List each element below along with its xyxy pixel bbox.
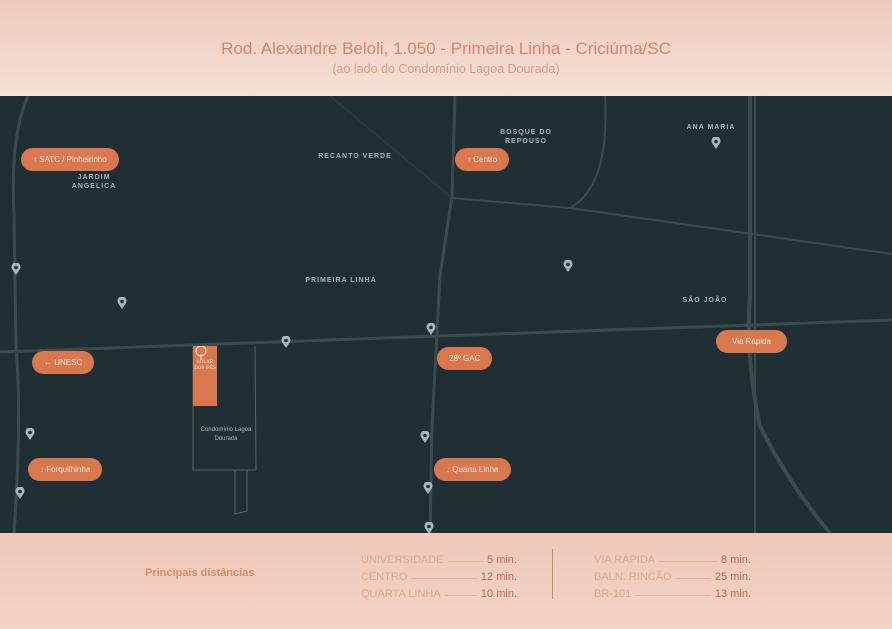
solar-dos-ipes-logo: SOLAR DOS IPÊS bbox=[193, 346, 217, 406]
arrow-left-icon: ← bbox=[44, 358, 52, 367]
road-curve bbox=[569, 96, 607, 209]
direction-centro[interactable]: ↑ Centro bbox=[455, 148, 510, 171]
tree-icon bbox=[195, 346, 207, 360]
road-ne bbox=[329, 96, 453, 199]
arrow-down-icon: ↓ bbox=[446, 465, 450, 474]
arrow-up-icon: ↑ bbox=[33, 155, 37, 164]
header: Rod. Alexandre Beloli, 1.050 - Primeira … bbox=[0, 0, 892, 96]
map-pin-icon[interactable] bbox=[420, 431, 430, 443]
place-sao-joao: SÃO JOÃO bbox=[682, 297, 728, 304]
map-pin-icon[interactable] bbox=[711, 137, 721, 149]
roads bbox=[0, 96, 892, 533]
map[interactable]: ↑ SATC / Pinheirinho ↑ Centro ← UNESC 28… bbox=[0, 96, 892, 533]
address-title: Rod. Alexandre Beloli, 1.050 - Primeira … bbox=[221, 39, 671, 58]
divider bbox=[552, 549, 553, 599]
place-bosque-do-repouso: BOSQUE DO REPOUSO bbox=[500, 129, 552, 145]
map-pin-icon[interactable] bbox=[426, 323, 436, 335]
direction-28gac[interactable]: 28º GAC bbox=[437, 347, 493, 370]
place-recanto-verde: RECANTO VERDE bbox=[318, 153, 392, 160]
map-pin-icon[interactable] bbox=[563, 260, 573, 272]
road-right-vertical bbox=[746, 96, 832, 533]
road-left-vertical bbox=[11, 96, 30, 533]
arrow-down-icon: ↓ bbox=[40, 465, 44, 474]
condo-outline bbox=[192, 345, 257, 515]
place-jardim-angelica: JARDIM ANGELICA bbox=[71, 174, 117, 190]
address-subtitle: (ao lado do Condomínio Lagoa Dourada) bbox=[332, 62, 560, 76]
direction-via-rapida[interactable]: Via Rápida bbox=[716, 330, 787, 353]
map-pin-icon[interactable] bbox=[11, 263, 21, 275]
distances-title: Principais distâncias bbox=[145, 567, 255, 579]
map-pin-icon[interactable] bbox=[25, 428, 35, 440]
direction-unesc[interactable]: ← UNESC bbox=[32, 351, 95, 374]
road-center-vertical bbox=[428, 96, 457, 533]
map-pin-icon[interactable] bbox=[424, 522, 434, 533]
place-ana-maria: ANA MARIA bbox=[686, 124, 736, 131]
direction-forquilhinha[interactable]: ↓ Forquilhinha bbox=[28, 458, 103, 481]
place-primeira-linha: PRIMEIRA LINHA bbox=[305, 277, 377, 284]
condo-label: Condomínio Lagoa Dourada bbox=[200, 427, 252, 442]
map-pin-icon[interactable] bbox=[117, 297, 127, 309]
arrow-up-icon: ↑ bbox=[467, 155, 471, 164]
direction-satc[interactable]: ↑ SATC / Pinheirinho bbox=[21, 148, 119, 171]
direction-quarta-linha[interactable]: ↓ Quarta Linha bbox=[434, 458, 511, 481]
road-main-horizontal bbox=[0, 318, 892, 354]
map-pin-icon[interactable] bbox=[15, 487, 25, 499]
road-diagonal bbox=[451, 197, 892, 255]
map-pin-icon[interactable] bbox=[281, 336, 291, 348]
map-pin-icon[interactable] bbox=[423, 482, 433, 494]
